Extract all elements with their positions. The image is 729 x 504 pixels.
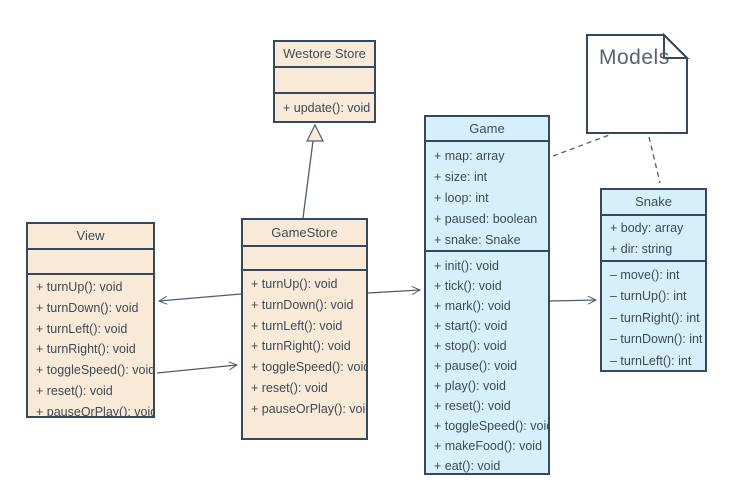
- method-row: + pause(): void: [434, 359, 518, 373]
- class-methods-section: – move(): int – turnUp(): int – turnRigh…: [602, 262, 705, 370]
- method-row: + turnLeft(): void: [36, 321, 128, 336]
- connector-view-gamestore[interactable]: [156, 361, 239, 374]
- method-row: + turnDown(): void: [36, 300, 139, 315]
- class-methods-section: + update(): void: [275, 94, 374, 123]
- attribute-row: + dir: string: [610, 242, 673, 256]
- method-row: + toggleSpeed(): void: [36, 363, 153, 378]
- inheritance-triangle-icon: [306, 123, 324, 142]
- method-row: + turnRight(): void: [251, 339, 351, 354]
- method-row: + stop(): void: [434, 339, 507, 353]
- models-note-fold: [663, 32, 690, 59]
- class-box-view[interactable]: View + turnUp(): void + turnDown(): void…: [26, 222, 155, 418]
- class-box-gamestore[interactable]: GameStore + turnUp(): void + turnDown():…: [241, 218, 368, 440]
- method-row: + turnDown(): void: [251, 297, 354, 312]
- method-row: + eat(): void: [434, 459, 501, 473]
- method-row: + reset(): void: [251, 380, 328, 395]
- method-row: + turnUp(): void: [36, 280, 123, 294]
- connector-models-game[interactable]: [552, 133, 613, 157]
- class-attributes-section: [243, 247, 366, 271]
- attribute-row: + paused: boolean: [434, 212, 538, 226]
- method-row: + toggleSpeed(): void: [251, 360, 366, 375]
- class-attributes-section: [275, 68, 374, 94]
- method-row: + turnRight(): void: [36, 342, 136, 357]
- method-row: – turnLeft(): int: [610, 353, 692, 368]
- class-box-westore-store[interactable]: Westore Store + update(): void: [273, 40, 376, 123]
- class-title: Westore Store: [275, 42, 374, 68]
- class-title: View: [28, 224, 153, 250]
- attribute-row: + body: array: [610, 221, 684, 235]
- class-attributes-section: + map: array + size: int + loop: int + p…: [426, 142, 548, 252]
- class-title: Game: [426, 117, 548, 142]
- method-row: + turnUp(): void: [251, 277, 338, 291]
- method-row: – turnRight(): int: [610, 310, 700, 325]
- method-row: + tick(): void: [434, 279, 502, 293]
- attribute-row: + loop: int: [434, 191, 489, 205]
- class-methods-section: + init(): void + tick(): void + mark(): …: [426, 252, 548, 477]
- connector-gamestore-view[interactable]: [157, 293, 242, 305]
- class-attributes-section: + body: array + dir: string: [602, 216, 705, 262]
- method-row: + reset(): void: [434, 399, 511, 413]
- class-attributes-section: [28, 250, 153, 275]
- class-box-snake[interactable]: Snake + body: array + dir: string – move…: [600, 188, 707, 372]
- method-row: + play(): void: [434, 379, 506, 393]
- class-box-game[interactable]: Game + map: array + size: int + loop: in…: [424, 115, 550, 475]
- connector-game-snake[interactable]: [549, 295, 598, 305]
- class-methods-section: + turnUp(): void + turnDown(): void + tu…: [243, 271, 366, 440]
- method-row: + toggleSpeed(): void: [434, 419, 548, 433]
- models-note-label: Models: [599, 46, 670, 69]
- method-row: + update(): void: [283, 101, 371, 115]
- attribute-row: + size: int: [434, 170, 488, 184]
- class-methods-section: + turnUp(): void + turnDown(): void + tu…: [28, 275, 153, 418]
- method-row: + turnLeft(): void: [251, 318, 343, 333]
- method-row: + pauseOrPlay(): void: [36, 404, 153, 418]
- attribute-row: + map: array: [434, 149, 505, 163]
- class-title: Snake: [602, 190, 705, 216]
- method-row: – turnUp(): int: [610, 289, 687, 304]
- connector-gamestore-westore[interactable]: [302, 140, 314, 219]
- method-row: + mark(): void: [434, 299, 511, 313]
- method-row: – move(): int: [610, 268, 680, 282]
- connector-models-snake[interactable]: [648, 136, 661, 184]
- method-row: – turnDown(): int: [610, 332, 703, 347]
- models-note-shape[interactable]: [586, 34, 688, 134]
- method-row: + start(): void: [434, 319, 508, 333]
- connector-gamestore-game[interactable]: [367, 286, 422, 295]
- attribute-row: + snake: Snake: [434, 233, 521, 247]
- method-row: + init(): void: [434, 259, 499, 273]
- method-row: + pauseOrPlay(): void: [251, 401, 366, 416]
- method-row: + makeFood(): void: [434, 439, 543, 453]
- method-row: + reset(): void: [36, 383, 113, 398]
- class-title: GameStore: [243, 220, 366, 247]
